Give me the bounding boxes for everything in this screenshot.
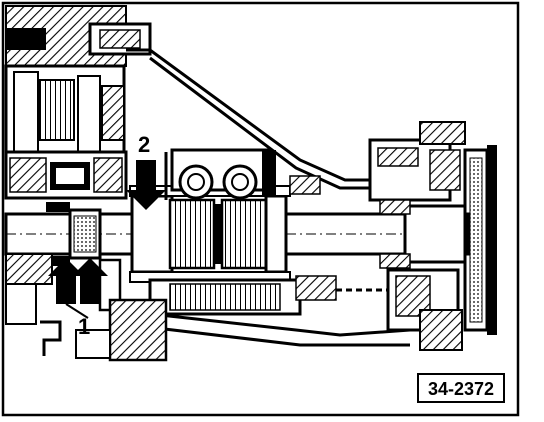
- reference-code-box: 34-2372: [417, 373, 505, 403]
- callout-2-label: 2: [138, 132, 150, 157]
- lower-housing: [5, 253, 168, 362]
- upper-housing: [4, 5, 152, 200]
- callout-2-arrow: [126, 152, 168, 210]
- callout-1-arrows: [48, 258, 108, 319]
- frame-border: [1, 1, 520, 417]
- upper-gear-pair: [170, 148, 321, 200]
- countershaft: [148, 275, 388, 316]
- output-flange: [368, 121, 497, 351]
- reference-code: 34-2372: [428, 379, 494, 399]
- bearing-inner-race: [46, 202, 102, 266]
- callout-1-label: 1: [78, 314, 90, 339]
